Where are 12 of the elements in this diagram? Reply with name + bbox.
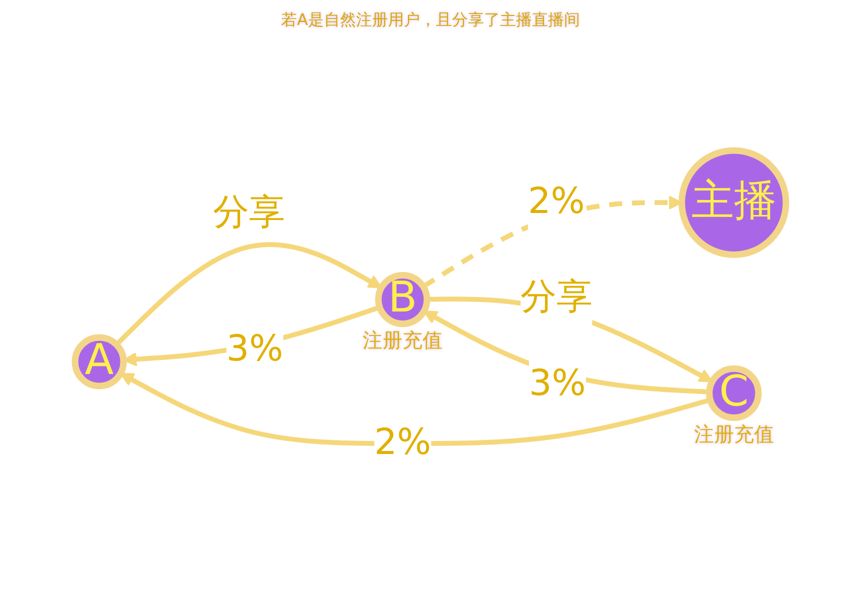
node-circle: 主播 bbox=[678, 147, 790, 258]
arrow bbox=[114, 242, 382, 346]
node-circle: A bbox=[72, 334, 127, 390]
node-circle: B bbox=[375, 272, 430, 328]
edge-label: 2% bbox=[528, 182, 585, 223]
note-text: 若A是自然注册用户，且分享了主播直播间 bbox=[281, 10, 580, 31]
edge-label: 3% bbox=[226, 329, 284, 370]
edge-label: 2% bbox=[374, 423, 432, 464]
edge-label: 3% bbox=[528, 364, 586, 405]
edge-label: 分享 bbox=[520, 278, 592, 318]
node-circle: C bbox=[706, 365, 762, 422]
edge-label: 分享 bbox=[213, 192, 285, 234]
